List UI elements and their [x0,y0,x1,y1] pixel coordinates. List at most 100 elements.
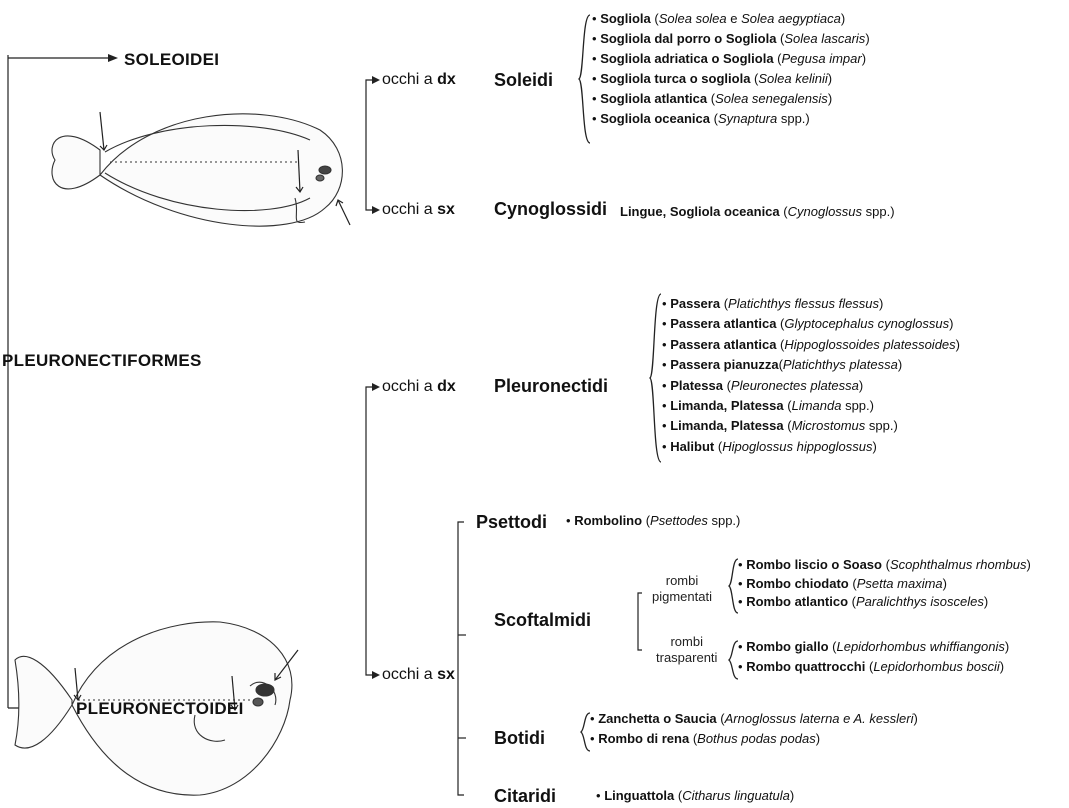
bullet: • [590,711,595,726]
bullet: • [590,731,595,746]
species-item: • Zanchetta o Saucia (Arnoglossus latern… [590,712,918,725]
species-scientific-name: Scophthalmus rhombus [890,557,1027,572]
species-item: • Linguattola (Citharus linguatula) [596,789,794,802]
species-item: • Passera pianuzza(Platichthys platessa) [662,358,902,371]
bullet: • [662,418,667,433]
species-common-name: Platessa [670,378,723,393]
species-scientific-name: Lepidorhombus boscii [873,659,999,674]
species-common-name: Rombo giallo [746,639,828,654]
species-scientific-name: Solea kelinii [758,71,827,86]
suborder-soleoidei: SOLEOIDEI [124,51,219,68]
species-common-name: Rombo di rena [598,731,689,746]
species-scientific-name: Platichthys flessus flessus [728,296,879,311]
species-scientific-name: Pegusa impar [782,51,862,66]
family-psettodi: Psettodi [476,513,547,531]
species-common-name: Rombo quattrocchi [746,659,865,674]
species-scientific-name: Paralichthys isosceles [856,594,984,609]
species-scientific-name: Platichthys platessa [783,357,898,372]
species-item: • Rombo quattrocchi (Lepidorhombus bosci… [738,660,1004,673]
species-common-name: Sogliola [600,11,651,26]
bullet: • [592,91,597,106]
species-scientific-name: Citharus linguatula [682,788,790,803]
species-scientific-name: Solea lascaris [784,31,865,46]
family-botidi: Botidi [494,729,545,747]
species-scientific-name-2: Solea aegyptiaca [741,11,841,26]
species-item: • Sogliola adriatica o Sogliola (Pegusa … [592,52,866,65]
bullet: • [596,788,601,803]
group-rombi-pigmentati: rombi pigmentati [652,573,712,606]
species-join: e [727,11,741,26]
family-soleidi: Soleidi [494,71,553,89]
pleuronectidi-brace [649,293,663,463]
species-item: • Rombolino (Psettodes spp.) [566,514,740,527]
bullet: • [662,439,667,454]
soleidi-brace [578,14,592,144]
species-item: • Platessa (Pleuronectes platessa) [662,379,863,392]
family-pleuronectidi: Pleuronectidi [494,377,608,395]
species-item: • Passera atlantica (Hippoglossoides pla… [662,338,960,351]
bullet: • [592,111,597,126]
species-common-name: Passera [670,296,720,311]
species-item: • Passera atlantica (Glyptocephalus cyno… [662,317,953,330]
species-common-name: Sogliola oceanica [600,111,710,126]
eyes-right-pleuronectoidei: occhi a dx [382,379,456,395]
species-scientific-name: Lepidorhombus whiffiangonis [836,639,1004,654]
species-scientific-name: Pleuronectes platessa [731,378,859,393]
species-common-name: Halibut [670,439,714,454]
bullet: • [662,337,667,352]
species-item: • Sogliola (Solea solea e Solea aegyptia… [592,12,845,25]
species-item: • Sogliola turca o sogliola (Solea kelin… [592,72,832,85]
species-common-name: Rombolino [574,513,642,528]
species-scientific-name: Limanda [792,398,842,413]
species-common-name: Sogliola atlantica [600,91,707,106]
sx-families-bracket [458,522,464,795]
species-suffix: spp. [708,513,736,528]
species-scientific-name: Microstomus [792,418,866,433]
bullet: • [662,316,667,331]
species-item: • Rombo atlantico (Paralichthys isoscele… [738,595,988,608]
family-cynoglossidi: Cynoglossidi [494,200,607,218]
species-common-name: Linguattola [604,788,674,803]
bullet: • [738,594,743,609]
rombi-groups-bracket [638,593,642,650]
bullet: • [592,71,597,86]
bullet: • [738,659,743,674]
species-suffix: spp. [777,111,805,126]
species-common-name: Rombo chiodato [746,576,849,591]
species-suffix: spp. [841,398,869,413]
species-scientific-name: Solea senegalensis [715,91,828,106]
species-common-name: Sogliola turca o sogliola [600,71,750,86]
family-scoftalmidi: Scoftalmidi [494,611,591,629]
suborder-pleuronectoidei: PLEURONECTOIDEI [76,700,244,717]
cynoglossidi-species: Lingue, Sogliola oceanica (Cynoglossus s… [620,205,895,218]
species-item: • Sogliola oceanica (Synaptura spp.) [592,112,810,125]
species-scientific-name: Arnoglossus laterna e A. kessleri [725,711,914,726]
species-scientific-name: Solea solea [659,11,727,26]
species-common-name: Rombo liscio o Soaso [746,557,882,572]
species-item: • Limanda, Platessa (Microstomus spp.) [662,419,898,432]
species-common-name: Passera pianuzza [670,357,778,372]
species-common-name: Rombo atlantico [746,594,848,609]
species-common-name: Limanda, Platessa [670,398,783,413]
species-common-name: Sogliola adriatica o Sogliola [600,51,773,66]
bullet: • [738,639,743,654]
species-common-name: Passera atlantica [670,316,776,331]
species-scientific-name: Bothus podas podas [697,731,816,746]
bullet: • [738,576,743,591]
eyes-right-soleoidei: occhi a dx [382,72,456,88]
bullet: • [592,11,597,26]
species-suffix: spp. [865,418,893,433]
species-item: • Rombo giallo (Lepidorhombus whiffiango… [738,640,1009,653]
eyes-left-soleoidei: occhi a sx [382,202,455,218]
bullet: • [662,296,667,311]
species-scientific-name: Hippoglossoides platessoides [784,337,955,352]
bullet: • [662,398,667,413]
family-citaridi: Citaridi [494,787,556,805]
group-rombi-trasparenti: rombi trasparenti [656,634,717,667]
pleuronectoidei-eyes-bracket [366,387,372,675]
bullet: • [662,378,667,393]
species-item: • Sogliola dal porro o Sogliola (Solea l… [592,32,870,45]
species-item: • Rombo liscio o Soaso (Scophthalmus rho… [738,558,1031,571]
species-common-name: Zanchetta o Saucia [598,711,716,726]
